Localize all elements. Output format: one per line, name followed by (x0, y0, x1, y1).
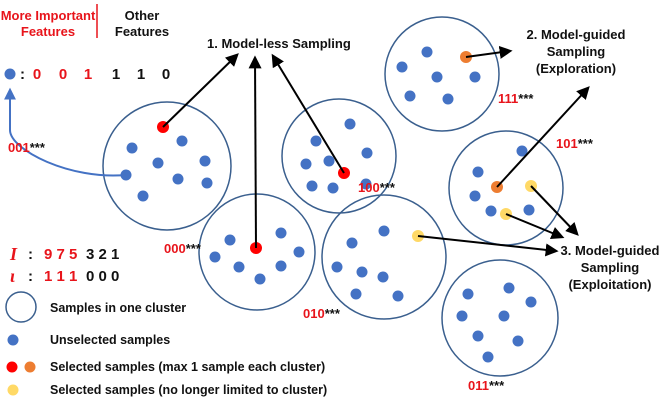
header-colon: : (20, 66, 25, 83)
arrow-modelless-000 (248, 55, 262, 249)
header-bit-5: 1 (137, 66, 145, 83)
header-sample-dot (4, 68, 16, 80)
legend-unselected-text: Unselected samples (50, 333, 170, 347)
importance-I-colon: : (28, 246, 33, 263)
cluster-011 (441, 259, 559, 377)
label-exploit-line1: 3. Model-guided (561, 243, 660, 258)
code-001: 001*** (8, 140, 46, 155)
arrow-modelless-001 (162, 53, 239, 128)
importance-iota-red: 1 1 1 (44, 268, 77, 285)
label-explore-line3: (Exploration) (536, 61, 616, 76)
header-bit-3: 1 (84, 66, 92, 83)
legend: Samples in one cluster Unselected sample… (5, 291, 327, 397)
legend-selected-orange-icon (24, 361, 36, 373)
cluster-100 (281, 98, 397, 214)
important-features-label-line2: Features (21, 24, 75, 39)
label-explore-line2: Sampling (547, 44, 606, 59)
arrow-exploit-010 (417, 235, 559, 257)
label-exploit-line3: (Exploitation) (568, 277, 651, 292)
importance-symbol-iota: ι (10, 266, 15, 286)
header-bit-4: 1 (112, 66, 120, 83)
arrow-exploit-101b (505, 213, 565, 240)
legend-cluster-icon (5, 291, 37, 323)
importance-symbol-I: I (9, 244, 18, 264)
importance-I-red: 9 7 5 (44, 246, 77, 263)
cluster-010 (321, 194, 447, 320)
label-exploit-line2: Sampling (581, 260, 640, 275)
code-011: 011*** (468, 378, 505, 393)
arrow-explore-111 (465, 45, 513, 59)
code-010: 010*** (303, 306, 341, 321)
other-features-label-line2: Features (115, 24, 169, 39)
header-bit-2: 0 (59, 66, 67, 83)
cluster-111 (384, 16, 500, 132)
header-bit-6: 0 (162, 66, 170, 83)
importance-iota-colon: : (28, 268, 33, 285)
other-features-label-line1: Other (125, 8, 160, 23)
header-bit-1: 0 (33, 66, 41, 83)
cluster-001 (102, 101, 232, 231)
arrow-explore-101 (496, 86, 590, 188)
legend-unselected-icon (7, 334, 19, 346)
cluster-101 (448, 130, 564, 246)
cluster-000 (198, 193, 316, 311)
importance-iota-black: 0 0 0 (86, 268, 119, 285)
legend-selected-yellow-icon (7, 384, 19, 396)
label-modelless: 1. Model-less Sampling (207, 36, 351, 51)
code-101: 101*** (556, 136, 594, 151)
important-features-label-line1: More Important (1, 8, 96, 23)
arrow-exploit-101a (530, 185, 579, 236)
code-000: 000*** (164, 241, 202, 256)
code-100: 100*** (358, 180, 396, 195)
importance-I-black: 3 2 1 (86, 246, 119, 263)
arrow-modelless-100 (271, 53, 345, 174)
legend-selected-free-text: Selected samples (no longer limited to c… (50, 383, 327, 397)
legend-cluster-text: Samples in one cluster (50, 301, 186, 315)
blue-reference-arrow (3, 87, 127, 177)
code-111: 111*** (498, 91, 534, 106)
label-explore-line1: 2. Model-guided (527, 27, 626, 42)
legend-selected-red-icon (6, 361, 18, 373)
legend-selected-cluster-text: Selected samples (max 1 sample each clus… (50, 360, 325, 374)
